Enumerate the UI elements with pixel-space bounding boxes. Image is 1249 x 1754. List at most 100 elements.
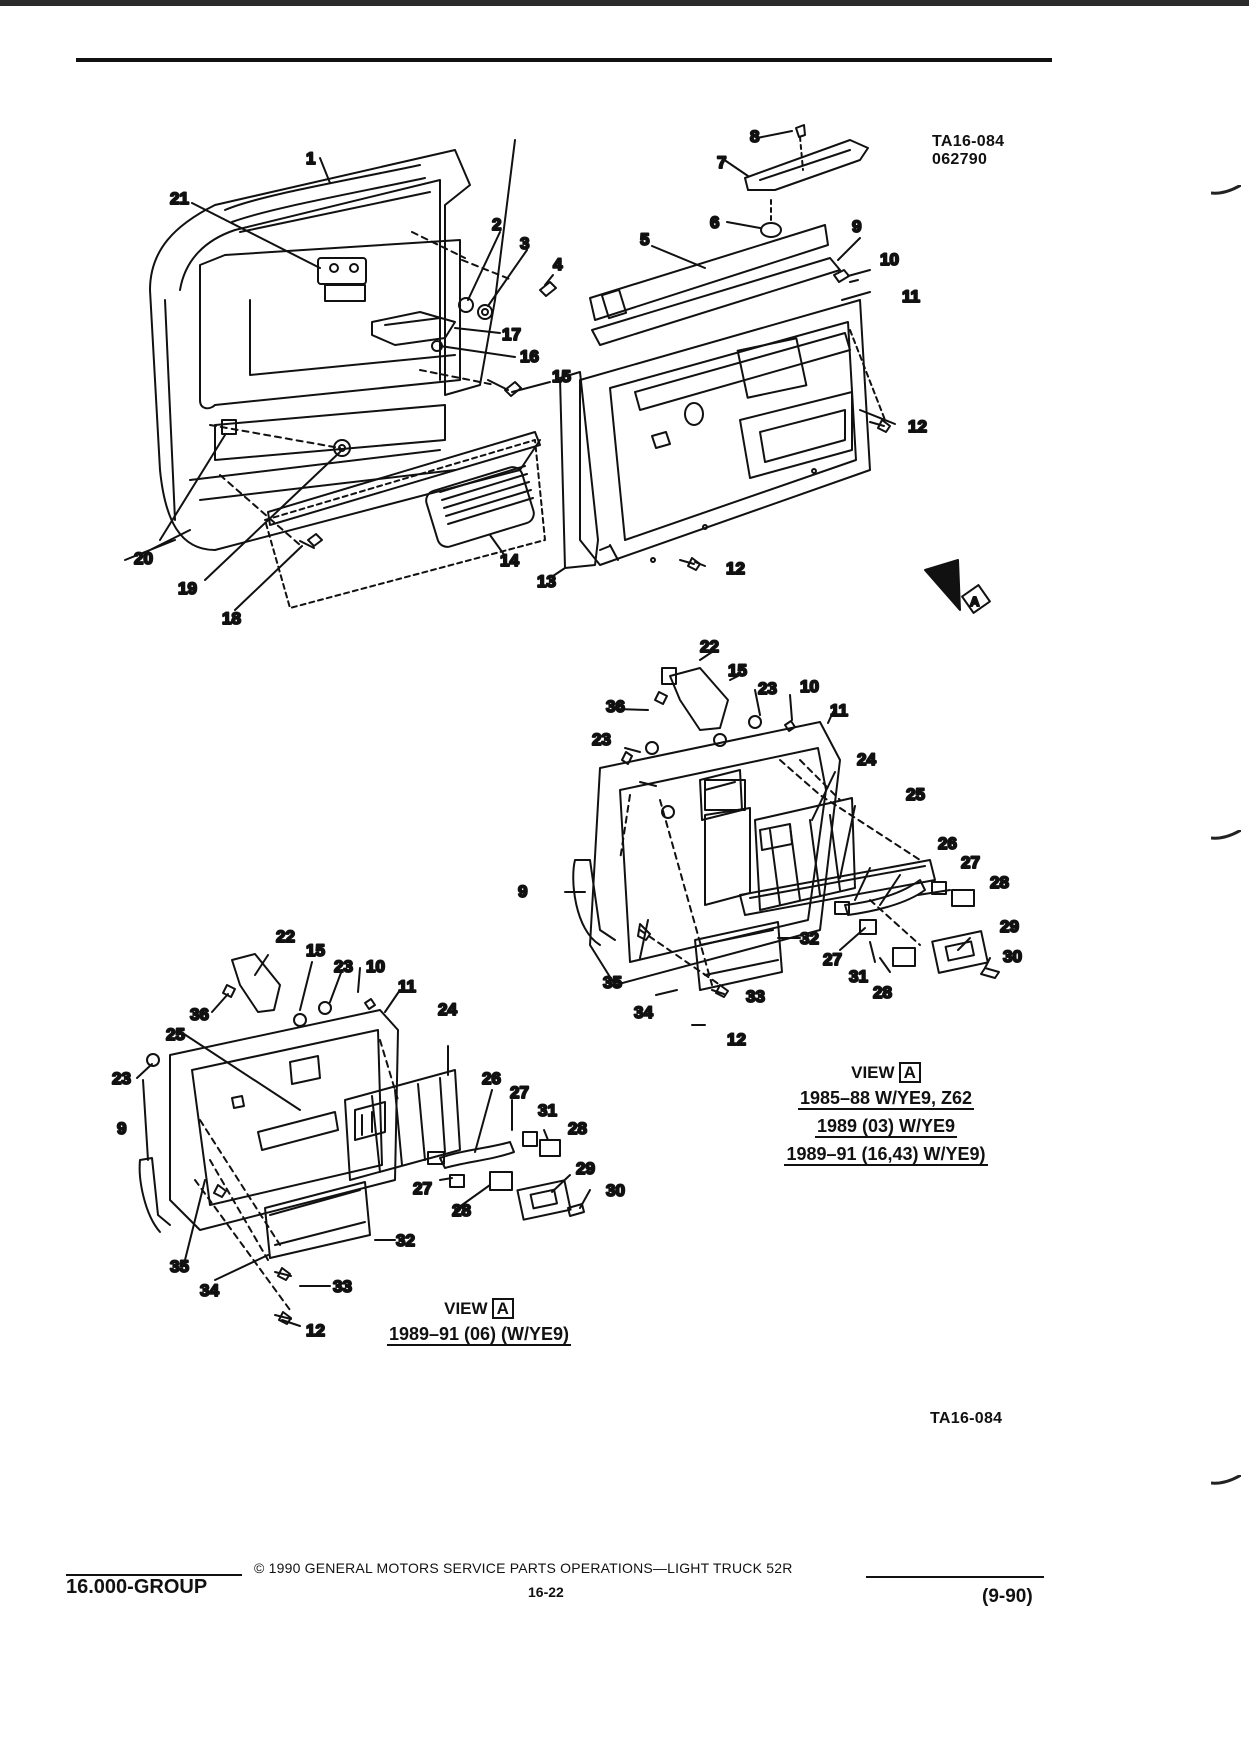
callout: 34 (634, 1003, 653, 1022)
callout: 27 (961, 853, 980, 872)
callout: 2 (492, 215, 501, 234)
view-a-application-2: 1989 (03) W/YE9 (814, 1116, 958, 1138)
callout: 3 (520, 234, 529, 253)
callout: 12 (726, 559, 745, 578)
leader-lines-view-b-solid (136, 954, 591, 1327)
callout: 15 (728, 661, 747, 680)
callout: 8 (750, 127, 759, 146)
view-a-application-1: 1985–88 W/YE9, Z62 (797, 1088, 975, 1110)
callout: 15 (306, 941, 325, 960)
callout: 32 (800, 929, 819, 948)
view-b-pocket-32 (264, 1181, 371, 1259)
callout: 10 (800, 677, 819, 696)
callout: 27 (413, 1179, 432, 1198)
armrest-cover-7-8-6 (722, 124, 869, 238)
callout: 23 (112, 1069, 131, 1088)
footer-rule-left (66, 1574, 242, 1576)
callout: 12 (727, 1030, 746, 1049)
fasteners-top-right (549, 269, 896, 579)
callout: 28 (990, 873, 1009, 892)
callout: 27 (823, 950, 842, 969)
callout: 23 (592, 730, 611, 749)
callout: 30 (606, 1181, 625, 1200)
callout: 36 (190, 1005, 209, 1024)
footer-date: (9-90) (982, 1586, 1033, 1607)
footer-rule-right (866, 1576, 1044, 1578)
callout: 36 (606, 697, 625, 716)
view-a-pocket-32 (694, 921, 783, 991)
view-a-escutcheon-29-30 (931, 930, 1000, 979)
callout: 10 (366, 957, 385, 976)
callout: 5 (640, 230, 649, 249)
leader-lines-view-a (619, 759, 921, 986)
view-a-arrow: A (924, 559, 991, 614)
callout: 29 (1000, 917, 1019, 936)
callout: 1 (306, 149, 315, 168)
diagram-reference-top: TA16-084 062790 (932, 133, 1004, 169)
callout: 27 (510, 1083, 529, 1102)
callout: 23 (758, 679, 777, 698)
callout: 28 (873, 983, 892, 1002)
callout: 21 (170, 189, 189, 208)
door-frame (124, 139, 541, 561)
callout: 10 (880, 250, 899, 269)
view-b-escutcheon-29-30 (516, 1179, 585, 1221)
view-a-bezel-25 (739, 859, 936, 916)
view-b-trim-panel (138, 1009, 399, 1233)
callout: 19 (178, 579, 197, 598)
callout: 11 (830, 701, 848, 720)
diagram-reference-bottom: TA16-084 (930, 1410, 1003, 1427)
leader-lines-main (159, 157, 554, 611)
callouts-main: 1 2 3 4 5 6 7 8 9 10 11 12 12 13 14 15 1… (133, 126, 928, 629)
binding-mark (1211, 830, 1241, 840)
footer-group: 16.000-GROUP (66, 1576, 208, 1598)
view-a-letter-box: A (898, 1062, 921, 1083)
callout: 9 (117, 1119, 126, 1138)
callout: 9 (852, 217, 861, 236)
view-a-handle-26-27-28 (834, 879, 975, 967)
callout: 33 (746, 987, 765, 1006)
leader-lines-view-b (194, 1039, 399, 1311)
callout: 18 (222, 609, 241, 628)
callout: 28 (452, 1201, 471, 1220)
callout: 11 (902, 287, 920, 306)
upper-trim-5-9 (589, 224, 861, 346)
view-b-application-1: 1989–91 (06) (W/YE9) (386, 1324, 572, 1346)
view-b-hinge-22-36 (146, 953, 376, 1325)
callout: 25 (906, 785, 925, 804)
view-arrow-label: A (970, 594, 980, 609)
view-a-application-3: 1989–91 (16,43) W/YE9) (784, 1144, 988, 1166)
callout: 15 (552, 367, 571, 386)
callout: 29 (576, 1159, 595, 1178)
view-b-bezel-25 (257, 1111, 339, 1151)
callout: 24 (438, 1000, 457, 1019)
callout: 16 (520, 347, 539, 366)
callout: 35 (170, 1257, 189, 1276)
callout: 14 (500, 551, 519, 570)
callout: 26 (938, 834, 957, 853)
callout: 30 (1003, 947, 1022, 966)
callout: 20 (134, 549, 153, 568)
view-a-insert-24 (754, 797, 856, 911)
door-handle-latch-21 (317, 257, 367, 302)
lower-trim-panel-14 (264, 431, 546, 609)
callout: 28 (568, 1119, 587, 1138)
callout: 9 (518, 882, 527, 901)
view-b-insert-24 (344, 1069, 461, 1181)
fasteners-main (221, 281, 557, 549)
callout: 12 (306, 1321, 325, 1340)
callout: 12 (908, 417, 927, 436)
binding-mark (1211, 1475, 1241, 1485)
diagram-date-code: 062790 (932, 151, 988, 168)
callout: 11 (398, 977, 416, 996)
view-a-hinge-22-36 (621, 667, 796, 998)
callout: 7 (717, 153, 726, 172)
callout: 23 (334, 957, 353, 976)
callout: 35 (603, 973, 622, 992)
footer-copyright: © 1990 GENERAL MOTORS SERVICE PARTS OPER… (254, 1560, 793, 1576)
callouts-view-b: 22 15 23 10 11 36 24 25 23 9 26 27 31 28… (111, 926, 626, 1341)
callout: 26 (482, 1069, 501, 1088)
